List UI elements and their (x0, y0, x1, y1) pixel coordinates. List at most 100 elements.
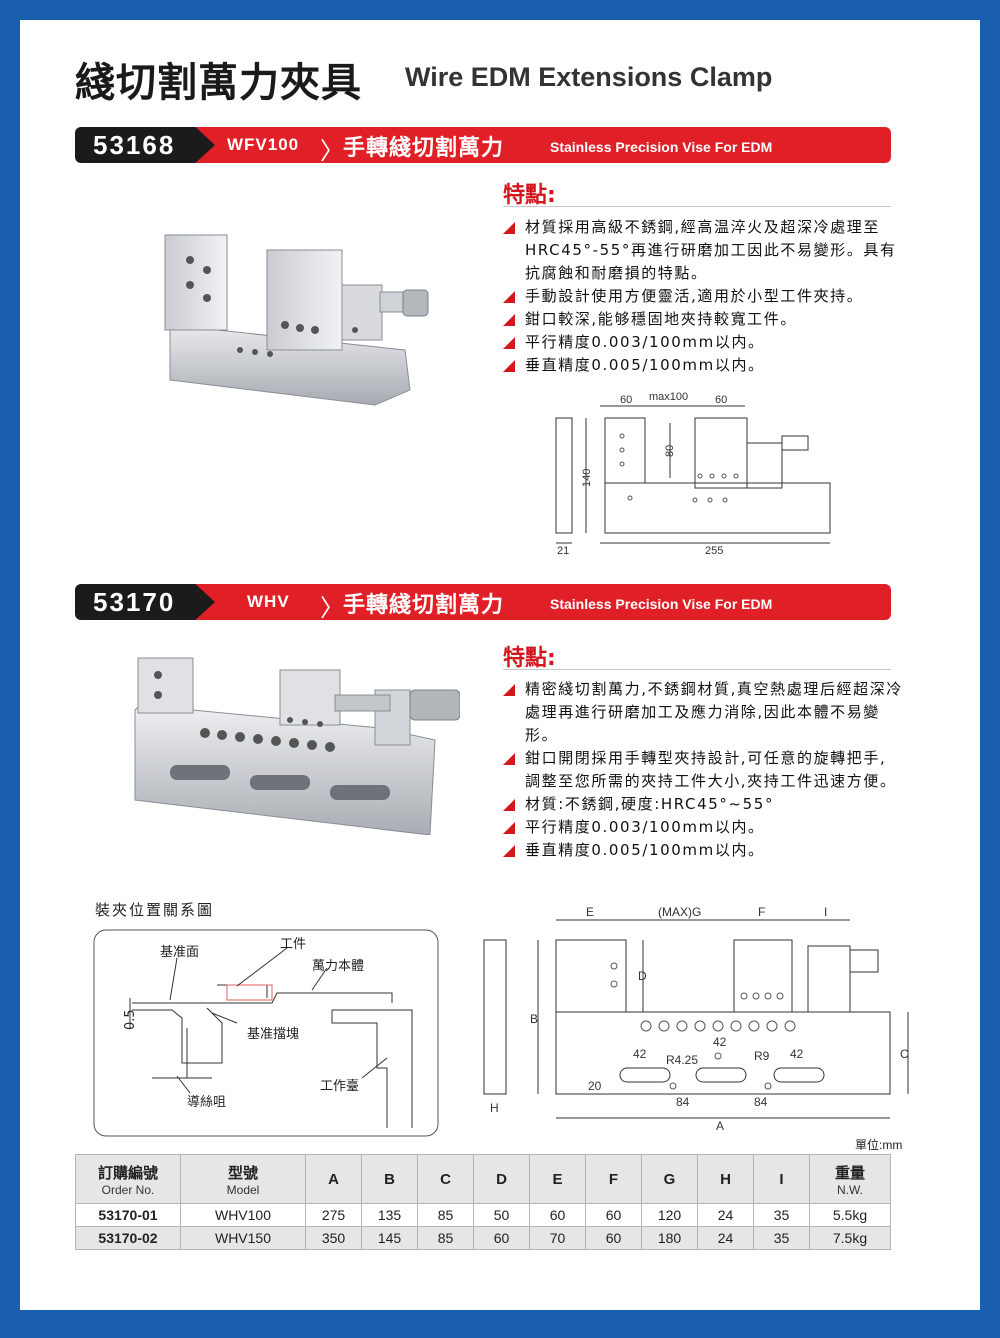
product-name-en: Stainless Precision Vise For EDM (550, 139, 773, 155)
dim-label: R4.25 (666, 1053, 698, 1067)
dim-label: A (716, 1119, 724, 1130)
unit-label: 單位:mm (855, 1138, 903, 1152)
bullet-icon (503, 314, 515, 326)
bullet-icon (503, 360, 515, 372)
page-title-cn: 綫切割萬力夾具 (75, 60, 362, 106)
col-a: A (305, 1154, 362, 1204)
col-b: B (361, 1154, 418, 1204)
product-name-cn: 手轉綫切割萬力 (343, 136, 505, 161)
dim-label: 20 (588, 1079, 602, 1093)
model-name: WHV (247, 592, 290, 611)
dim-label: 80 (664, 445, 676, 457)
chevron-icon: 〉 (320, 137, 344, 165)
dim-label: I (824, 905, 827, 919)
list-item: 垂直精度0.005/100mm以内。 (503, 839, 903, 862)
feature-text: 垂直精度0.005/100mm以内。 (525, 841, 765, 859)
feature-text: 鉗口較深,能够穩固地夾持較寬工件。 (525, 310, 797, 328)
product-header-53170: 53170 WHV 〉 手轉綫切割萬力 Stainless Precision … (75, 584, 891, 622)
dim-label: 255 (705, 545, 723, 557)
list-item: 鉗口較深,能够穩固地夾持較寬工件。 (503, 308, 903, 331)
list-item: 平行精度0.003/100mm以内。 (503, 331, 903, 354)
product-name-cn: 手轉綫切割萬力 (343, 593, 505, 618)
col-f: F (585, 1154, 642, 1204)
feature-list: 材質採用高級不銹鋼,經高温淬火及超深冷處理至HRC45°-55°再進行研磨加工因… (503, 216, 903, 377)
dim-label: R9 (754, 1049, 770, 1063)
product-header-53168: 53168 WFV100 〉 手轉綫切割萬力 Stainless Precisi… (75, 127, 891, 165)
order-code: 53168 (93, 130, 176, 160)
bullet-icon (503, 845, 515, 857)
dim-label: 21 (557, 545, 569, 557)
dim-label: B (530, 1012, 538, 1026)
vise-photo-wfv100 (164, 234, 429, 406)
label: 基准擋塊 (247, 1026, 299, 1042)
list-item: 手動設計使用方便靈活,適用於小型工件夾持。 (503, 285, 903, 308)
bullet-icon (503, 291, 515, 303)
chevron-icon: 〉 (320, 594, 344, 622)
label: 工作臺 (320, 1079, 359, 1094)
relation-title: 裝夾位置關系圖 (95, 901, 215, 919)
vise-photo-whv (134, 657, 460, 835)
divider (503, 669, 891, 670)
model-name: WFV100 (227, 135, 300, 154)
list-item: 垂直精度0.005/100mm以内。 (503, 354, 903, 377)
bullet-icon (503, 822, 515, 834)
page-title-en: Wire EDM Extensions Clamp (405, 62, 773, 92)
dim-label: 84 (676, 1095, 690, 1109)
features-heading: 特點: (503, 183, 556, 208)
product-name-en: Stainless Precision Vise For EDM (550, 596, 773, 612)
bullet-icon (503, 799, 515, 811)
bullet-icon (503, 337, 515, 349)
features-heading: 特點: (503, 646, 556, 671)
dim-label: max100 (649, 391, 688, 403)
feature-text: 材質:不銹鋼,硬度:HRC45°~55° (525, 795, 775, 813)
bullet-icon (503, 684, 515, 696)
feature-text: 手動設計使用方便靈活,適用於小型工件夾持。 (525, 287, 864, 305)
wfv100-drawing: 60 max100 60 80 140 21 255 (555, 391, 831, 557)
dim-label: C (900, 1047, 909, 1061)
bullet-icon (503, 753, 515, 765)
label: 導絲咀 (187, 1095, 226, 1110)
feature-text: 材質採用高級不銹鋼,經高温淬火及超深冷處理至HRC45°-55°再進行研磨加工因… (525, 218, 897, 282)
list-item: 平行精度0.003/100mm以内。 (503, 816, 903, 839)
feature-text: 鉗口開閉採用手轉型夾持設計,可任意的旋轉把手, 調整至您所需的夾持工件大小,夾持… (525, 749, 897, 790)
whv-dimension-drawing: E (MAX)G F I D B C H A 42 42 42 R4.25 R9… (483, 905, 909, 1130)
dim-label: 60 (715, 394, 727, 406)
col-e: E (529, 1154, 586, 1204)
dim-label: 42 (790, 1047, 804, 1061)
list-item: 精密綫切割萬力,不銹鋼材質,真空熱處理后經超深冷處理再進行研磨加工及應力消除,因… (503, 678, 903, 747)
col-h: H (697, 1154, 754, 1204)
col-g: G (641, 1154, 698, 1204)
dim-label: E (586, 905, 594, 919)
col-c: C (417, 1154, 474, 1204)
dim-label: H (490, 1101, 499, 1115)
bullet-icon (503, 222, 515, 234)
order-code: 53170 (93, 587, 176, 617)
dim-label: 84 (754, 1095, 768, 1109)
feature-text: 平行精度0.003/100mm以内。 (525, 333, 765, 351)
feature-text: 精密綫切割萬力,不銹鋼材質,真空熱處理后經超深冷處理再進行研磨加工及應力消除,因… (525, 680, 903, 744)
dim-label: D (638, 969, 647, 983)
col-d: D (473, 1154, 530, 1204)
dim-label: 42 (633, 1047, 647, 1061)
clamping-relation-diagram: 基准面 工件 萬力本體 0.5 基准擋塊 導絲咀 工作臺 (93, 929, 439, 1137)
dim-label: 140 (581, 469, 593, 487)
divider (503, 206, 891, 207)
dim-label: (MAX)G (658, 905, 701, 919)
dim-label: 42 (713, 1035, 727, 1049)
feature-text: 垂直精度0.005/100mm以内。 (525, 356, 765, 374)
label: 0.5 (123, 1009, 138, 1030)
label: 工件 (280, 937, 306, 952)
feature-text: 平行精度0.003/100mm以内。 (525, 818, 765, 836)
list-item: 鉗口開閉採用手轉型夾持設計,可任意的旋轉把手, 調整至您所需的夾持工件大小,夾持… (503, 747, 903, 793)
list-item: 材質:不銹鋼,硬度:HRC45°~55° (503, 793, 903, 816)
label: 萬力本體 (312, 959, 364, 974)
label: 基准面 (160, 945, 199, 960)
col-i: I (753, 1154, 810, 1204)
dim-label: F (758, 905, 765, 919)
